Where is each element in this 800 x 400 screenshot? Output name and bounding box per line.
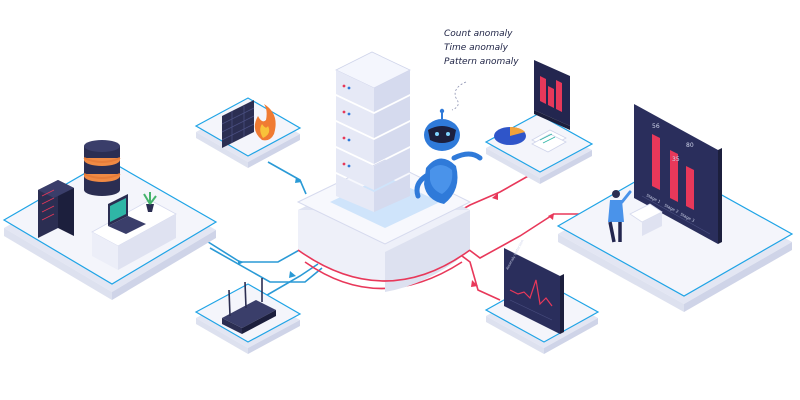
router-platform [194, 278, 302, 354]
dashboard-stage-2: Stage 2 [664, 202, 680, 214]
plant-icon [143, 192, 157, 212]
datacenter-platform [2, 140, 218, 300]
dashboard-bars [652, 134, 694, 210]
robot-icon [414, 108, 483, 204]
monitor-platform: Anomaly Detection [484, 239, 600, 354]
anomaly-line [509, 279, 553, 307]
flow-line-hub-base [304, 261, 463, 290]
count-anomaly-label: Count anomaly [444, 29, 513, 39]
dashboard-value-3: 35 [672, 156, 680, 163]
flow-line-router-to-hub [261, 263, 319, 299]
flow-line-hub-to-dashboard [455, 213, 600, 259]
server-tower-icon [335, 51, 411, 212]
database-icon [83, 140, 121, 196]
server-unit-4 [336, 148, 410, 190]
analyst-person-icon [608, 190, 632, 243]
server-unit-2 [336, 96, 410, 138]
router-icon [222, 278, 276, 334]
server-rack-icon [38, 180, 74, 238]
server-unit-1 [335, 51, 411, 112]
dashboard-platform: 56 80 35 Stage 1 Stage 2 Stage 3 [556, 104, 794, 312]
flow-line-firewall-to-hub [267, 161, 307, 195]
flow-line-datacenter-low [209, 247, 323, 283]
reports-platform [484, 60, 594, 184]
dashboard-stage-3: Stage 3 [680, 211, 696, 223]
anomaly-types-annotation: Count anomaly Time anomaly Pattern anoma… [444, 27, 554, 69]
dashboard-bar-2 [670, 150, 678, 202]
firewall-platform [194, 97, 302, 168]
dashboard-bar-1 [652, 134, 660, 190]
flow-line-datacenter-to-hub [204, 239, 311, 263]
bar-chart-icon [534, 60, 570, 130]
server-unit-3 [336, 122, 410, 164]
server-unit-5 [336, 174, 410, 212]
dashboard-bar-3 [686, 166, 694, 210]
pattern-anomaly-label: Pattern anomaly [444, 57, 519, 67]
papers-icon [531, 129, 567, 153]
dashboard-stage-1: Stage 1 [646, 192, 662, 204]
pie-chart-icon [494, 126, 526, 145]
laptop-icon [108, 194, 146, 234]
time-anomaly-label: Time anomaly [444, 43, 508, 53]
thought-connector [451, 81, 467, 111]
dashboard-value-1: 56 [652, 123, 660, 130]
flow-arrows [238, 177, 554, 287]
dashboard-value-2: 80 [686, 142, 694, 149]
firewall-icon [221, 100, 276, 148]
